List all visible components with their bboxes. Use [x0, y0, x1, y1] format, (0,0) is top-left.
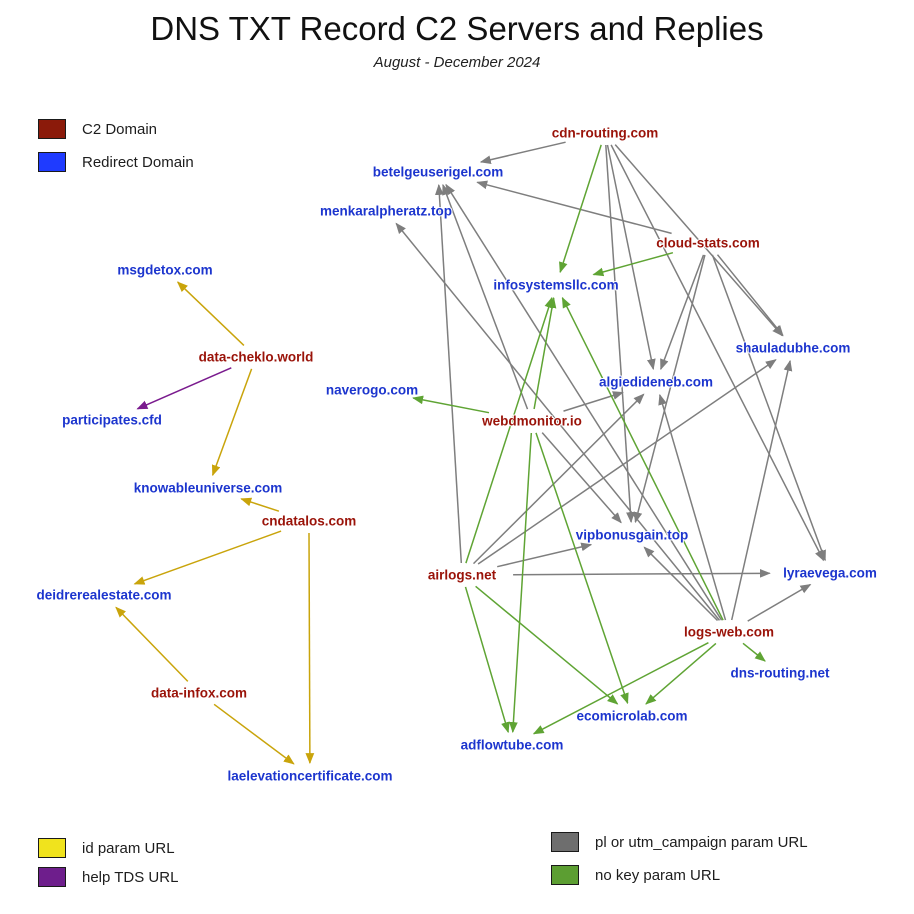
no-key-param-swatch [551, 865, 579, 885]
edge-logs-web.com--adflowtube.com [532, 642, 709, 735]
page-title: DNS TXT Record C2 Servers and Replies [150, 10, 764, 47]
edge-logs-web.com--betelgeuserigel.com [445, 183, 723, 621]
node-participates.cfd: participates.cfd [62, 413, 162, 428]
edge-cndatalos.com--knowableuniverse.com [240, 497, 280, 512]
edge-cloud-stats.com--vipbonusgain.top [633, 254, 706, 524]
legend-item: C2 Domain [38, 119, 194, 139]
c2-domain-swatch [38, 119, 66, 139]
edge-cloud-stats.com--betelgeuserigel.com [476, 180, 672, 235]
legend-item: pl or utm_campaign param URL [551, 832, 808, 852]
node-vipbonusgain.top: vipbonusgain.top [576, 528, 689, 543]
node-adflowtube.com: adflowtube.com [461, 738, 564, 753]
edge-cndatalos.com--laelevationcertificate.com [305, 532, 315, 765]
node-dns-routing.net: dns-routing.net [731, 666, 830, 681]
legend-label: Redirect Domain [82, 153, 194, 171]
edge-logs-web.com--ecomicrolab.com [645, 642, 717, 705]
edge-cdn-routing.com--algiedideneb.com [606, 144, 656, 371]
edge-data-cheklo.world--msgdetox.com [176, 281, 245, 346]
edge-airlogs.net--infosystemsllc.com [465, 296, 553, 564]
edge-type-legend-left: id param URL help TDS URL [38, 838, 178, 887]
edge-webdmonitor.io--ecomicrolab.com [535, 432, 629, 705]
edge-data-infox.com--deidrerealestate.com [115, 606, 189, 682]
redirect-domain-swatch [38, 152, 66, 172]
edge-airlogs.net--algiedideneb.com [472, 393, 645, 565]
legend-item: id param URL [38, 838, 178, 858]
node-shauladubhe.com: shauladubhe.com [736, 341, 851, 356]
edge-logs-web.com--menkaralpheratz.top [395, 222, 721, 621]
node-algiedideneb.com: algiedideneb.com [599, 375, 713, 390]
pl-utm-param-swatch [551, 832, 579, 852]
edge-type-legend-right: pl or utm_campaign param URL no key param… [551, 832, 808, 885]
edge-webdmonitor.io--vipbonusgain.top [541, 432, 622, 524]
legend-label: help TDS URL [82, 868, 179, 886]
edge-cloud-stats.com--shauladubhe.com [716, 254, 784, 337]
edge-cdn-routing.com--lyraevega.com [610, 144, 825, 562]
edge-webdmonitor.io--adflowtube.com [509, 432, 533, 734]
node-cdn-routing.com: cdn-routing.com [552, 126, 659, 141]
edge-cndatalos.com--deidrerealestate.com [133, 530, 282, 585]
node-cndatalos.com: cndatalos.com [262, 514, 357, 529]
edge-cdn-routing.com--shauladubhe.com [614, 144, 783, 337]
edge-webdmonitor.io--infosystemsllc.com [533, 296, 557, 410]
edge-data-cheklo.world--knowableuniverse.com [211, 368, 253, 477]
node-msgdetox.com: msgdetox.com [117, 263, 212, 278]
edge-cdn-routing.com--betelgeuserigel.com [479, 141, 566, 165]
node-webdmonitor.io: webdmonitor.io [481, 414, 582, 429]
legend-item: no key param URL [551, 865, 808, 885]
edge-airlogs.net--adflowtube.com [464, 586, 510, 734]
edge-webdmonitor.io--algiedideneb.com [563, 391, 624, 412]
edge-webdmonitor.io--naverogo.com [412, 395, 490, 414]
node-laelevationcertificate.com: laelevationcertificate.com [227, 769, 392, 784]
edge-logs-web.com--infosystemsllc.com [561, 296, 724, 621]
edge-logs-web.com--vipbonusgain.top [643, 546, 719, 622]
node-logs-web.com: logs-web.com [684, 625, 774, 640]
legend-label: id param URL [82, 839, 175, 857]
edge-cloud-stats.com--lyraevega.com [711, 254, 826, 562]
edge-airlogs.net--ecomicrolab.com [475, 585, 619, 705]
node-menkaralpheratz.top: menkaralpheratz.top [320, 204, 452, 219]
edge-data-cheklo.world--participates.cfd [136, 367, 232, 410]
edge-webdmonitor.io--betelgeuserigel.com [442, 183, 529, 410]
node-infosystemsllc.com: infosystemsllc.com [493, 278, 618, 293]
id-param-swatch [38, 838, 66, 858]
node-betelgeuserigel.com: betelgeuserigel.com [373, 165, 504, 180]
legend-item: help TDS URL [38, 867, 178, 887]
node-data-infox.com: data-infox.com [151, 686, 247, 701]
node-ecomicrolab.com: ecomicrolab.com [576, 709, 687, 724]
legend-label: pl or utm_campaign param URL [595, 833, 808, 851]
node-naverogo.com: naverogo.com [326, 383, 418, 398]
edge-cloud-stats.com--algiedideneb.com [660, 254, 705, 371]
node-knowableuniverse.com: knowableuniverse.com [134, 481, 283, 496]
node-data-cheklo.world: data-cheklo.world [199, 350, 314, 365]
node-lyraevega.com: lyraevega.com [783, 566, 877, 581]
legend-label: C2 Domain [82, 120, 158, 138]
edge-cdn-routing.com--infosystemsllc.com [559, 144, 602, 274]
edge-airlogs.net--betelgeuserigel.com [434, 183, 463, 564]
edge-airlogs.net--lyraevega.com [513, 568, 771, 578]
node-airlogs.net: airlogs.net [428, 568, 497, 583]
edge-cloud-stats.com--infosystemsllc.com [592, 251, 674, 277]
edge-airlogs.net--shauladubhe.com [477, 359, 777, 565]
help-tds-swatch [38, 867, 66, 887]
node-cloud-stats.com: cloud-stats.com [656, 236, 760, 251]
edge-data-infox.com--laelevationcertificate.com [213, 703, 295, 765]
node-deidrerealestate.com: deidrerealestate.com [36, 588, 171, 603]
edge-logs-web.com--shauladubhe.com [730, 359, 793, 621]
edge-logs-web.com--algiedideneb.com [658, 393, 727, 621]
edge-logs-web.com--dns-routing.net [742, 642, 766, 662]
edge-logs-web.com--lyraevega.com [747, 583, 812, 622]
page-subtitle: August - December 2024 [373, 54, 541, 71]
edge-cdn-routing.com--vipbonusgain.top [605, 144, 635, 524]
legend-item: Redirect Domain [38, 152, 194, 172]
legend-label: no key param URL [595, 866, 721, 884]
